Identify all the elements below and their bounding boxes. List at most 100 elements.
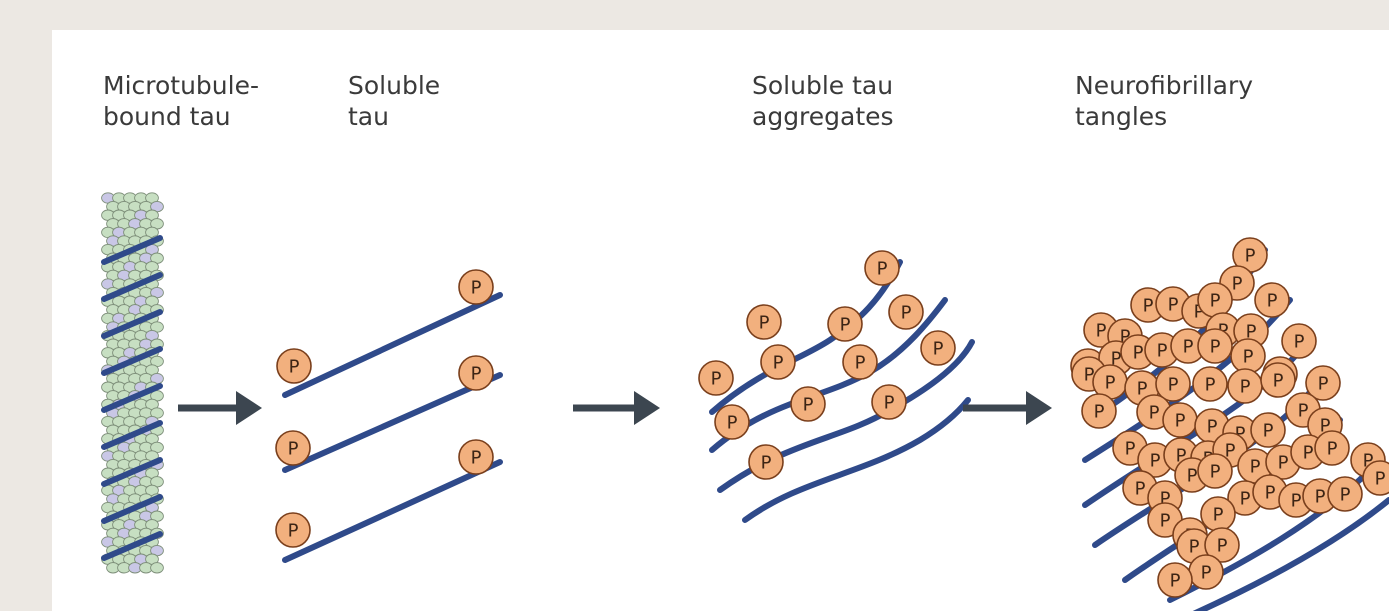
- phosphate-label: P: [1278, 453, 1289, 474]
- phosphate-circle: [871, 384, 907, 420]
- phosphate-label: P: [1340, 485, 1351, 506]
- phosphate-label: P: [1111, 349, 1122, 370]
- phosphate-label: P: [1084, 365, 1095, 386]
- phosphate-group: P: [714, 404, 750, 440]
- phosphate-label: P: [1149, 403, 1160, 424]
- phosphate-label: P: [471, 364, 482, 385]
- phosphate-circle: [920, 330, 956, 366]
- phosphate-group: P: [920, 330, 956, 366]
- phosphate-circle: [458, 355, 494, 391]
- phosphate-label: P: [1375, 469, 1386, 490]
- phosphate-circle: [746, 304, 782, 340]
- phosphate-group: P: [698, 360, 734, 396]
- phosphate-label: P: [1225, 441, 1236, 462]
- phosphate-circle: [888, 294, 924, 330]
- phosphate-circle: [1197, 328, 1233, 364]
- phosphate-label: P: [855, 353, 866, 374]
- phosphate-label: P: [1210, 291, 1221, 312]
- phosphate-label: P: [1240, 377, 1251, 398]
- phosphate-group: P: [1281, 323, 1317, 359]
- phosphate-label: P: [884, 393, 895, 414]
- phosphate-group: P: [1192, 366, 1228, 402]
- phosphate-label: P: [1320, 416, 1331, 437]
- phosphate-label: P: [840, 315, 851, 336]
- phosphate-group: P: [864, 250, 900, 286]
- phosphate-label: P: [933, 339, 944, 360]
- phosphate-group: P: [1155, 366, 1191, 402]
- phosphate-label: P: [1298, 401, 1309, 422]
- phosphate-label: P: [288, 439, 299, 460]
- phosphate-group: P: [1162, 402, 1198, 438]
- phosphate-circle: [1081, 393, 1117, 429]
- phosphate-circle: [458, 269, 494, 305]
- phosphate-label: P: [1096, 321, 1107, 342]
- tau-strand: [282, 459, 503, 563]
- phosphate-label: P: [711, 369, 722, 390]
- bound-tau-strand: [101, 531, 163, 561]
- phosphate-group: P: [1200, 496, 1236, 532]
- phosphate-group: P: [275, 512, 311, 548]
- phosphate-label: P: [1157, 341, 1168, 362]
- phosphate-circle: [458, 439, 494, 475]
- phosphate-group: P: [458, 355, 494, 391]
- phosphate-label: P: [1243, 347, 1254, 368]
- bound-tau-strand: [101, 309, 163, 339]
- phosphate-label: P: [1168, 375, 1179, 396]
- phosphate-label: P: [803, 395, 814, 416]
- phosphate-group: P: [1130, 287, 1166, 323]
- phosphate-label: P: [1291, 491, 1302, 512]
- phosphate-group: P: [1362, 460, 1389, 496]
- phosphate-circle: [1197, 453, 1233, 489]
- phosphate-group: P: [1197, 328, 1233, 364]
- tubulin-subunit: [150, 562, 164, 574]
- bound-tau-strand: [101, 235, 163, 265]
- phosphate-circle: [275, 430, 311, 466]
- phosphate-label: P: [471, 278, 482, 299]
- phosphate-label: P: [289, 357, 300, 378]
- phosphate-circle: [864, 250, 900, 286]
- phosphate-circle: [1281, 323, 1317, 359]
- stage-label-soluble: Soluble tau: [348, 71, 441, 131]
- phosphate-label: P: [1175, 411, 1186, 432]
- phosphate-group: P: [790, 386, 826, 422]
- phosphate-group: P: [1232, 237, 1268, 273]
- arrow-head: [634, 391, 660, 425]
- phosphate-group: P: [1157, 562, 1193, 598]
- stage-label-microtubule-bound: Microtubule- bound tau: [103, 71, 259, 131]
- phosphate-label: P: [1194, 302, 1205, 323]
- bound-tau-strand: [101, 420, 163, 450]
- phosphate-circle: [276, 348, 312, 384]
- phosphate-label: P: [1207, 417, 1218, 438]
- phosphate-group: P: [1254, 282, 1290, 318]
- phosphate-group: P: [1204, 527, 1240, 563]
- phosphate-circle: [842, 344, 878, 380]
- phosphate-label: P: [1189, 537, 1200, 558]
- phosphate-label: P: [1120, 327, 1131, 348]
- bound-tau-strand: [101, 346, 163, 376]
- phosphate-label: P: [1213, 505, 1224, 526]
- phosphate-group: P: [458, 439, 494, 475]
- stage-label-soluble-aggregates: Soluble tau aggregates: [752, 71, 894, 131]
- phosphate-circle: [760, 344, 796, 380]
- phosphate-label: P: [288, 521, 299, 542]
- phosphate-label: P: [1315, 487, 1326, 508]
- phosphate-group: P: [842, 344, 878, 380]
- phosphate-circle: [790, 386, 826, 422]
- phosphate-circle: [1260, 362, 1296, 398]
- phosphate-group: P: [276, 348, 312, 384]
- arrow-head: [236, 391, 262, 425]
- phosphate-group: P: [1188, 554, 1224, 590]
- process-arrows: [178, 391, 1052, 425]
- phosphate-circle: [1362, 460, 1389, 496]
- phosphate-group: P: [827, 306, 863, 342]
- phosphate-circle: [1204, 527, 1240, 563]
- tau-strand: [742, 397, 971, 523]
- phosphate-group: P: [458, 269, 494, 305]
- phosphate-label: P: [1168, 295, 1179, 316]
- phosphate-label: P: [1133, 343, 1144, 364]
- phosphate-label: P: [761, 453, 772, 474]
- bound-tau-strand: [101, 383, 163, 413]
- phosphate-label: P: [901, 303, 912, 324]
- phosphate-label: P: [1201, 563, 1212, 584]
